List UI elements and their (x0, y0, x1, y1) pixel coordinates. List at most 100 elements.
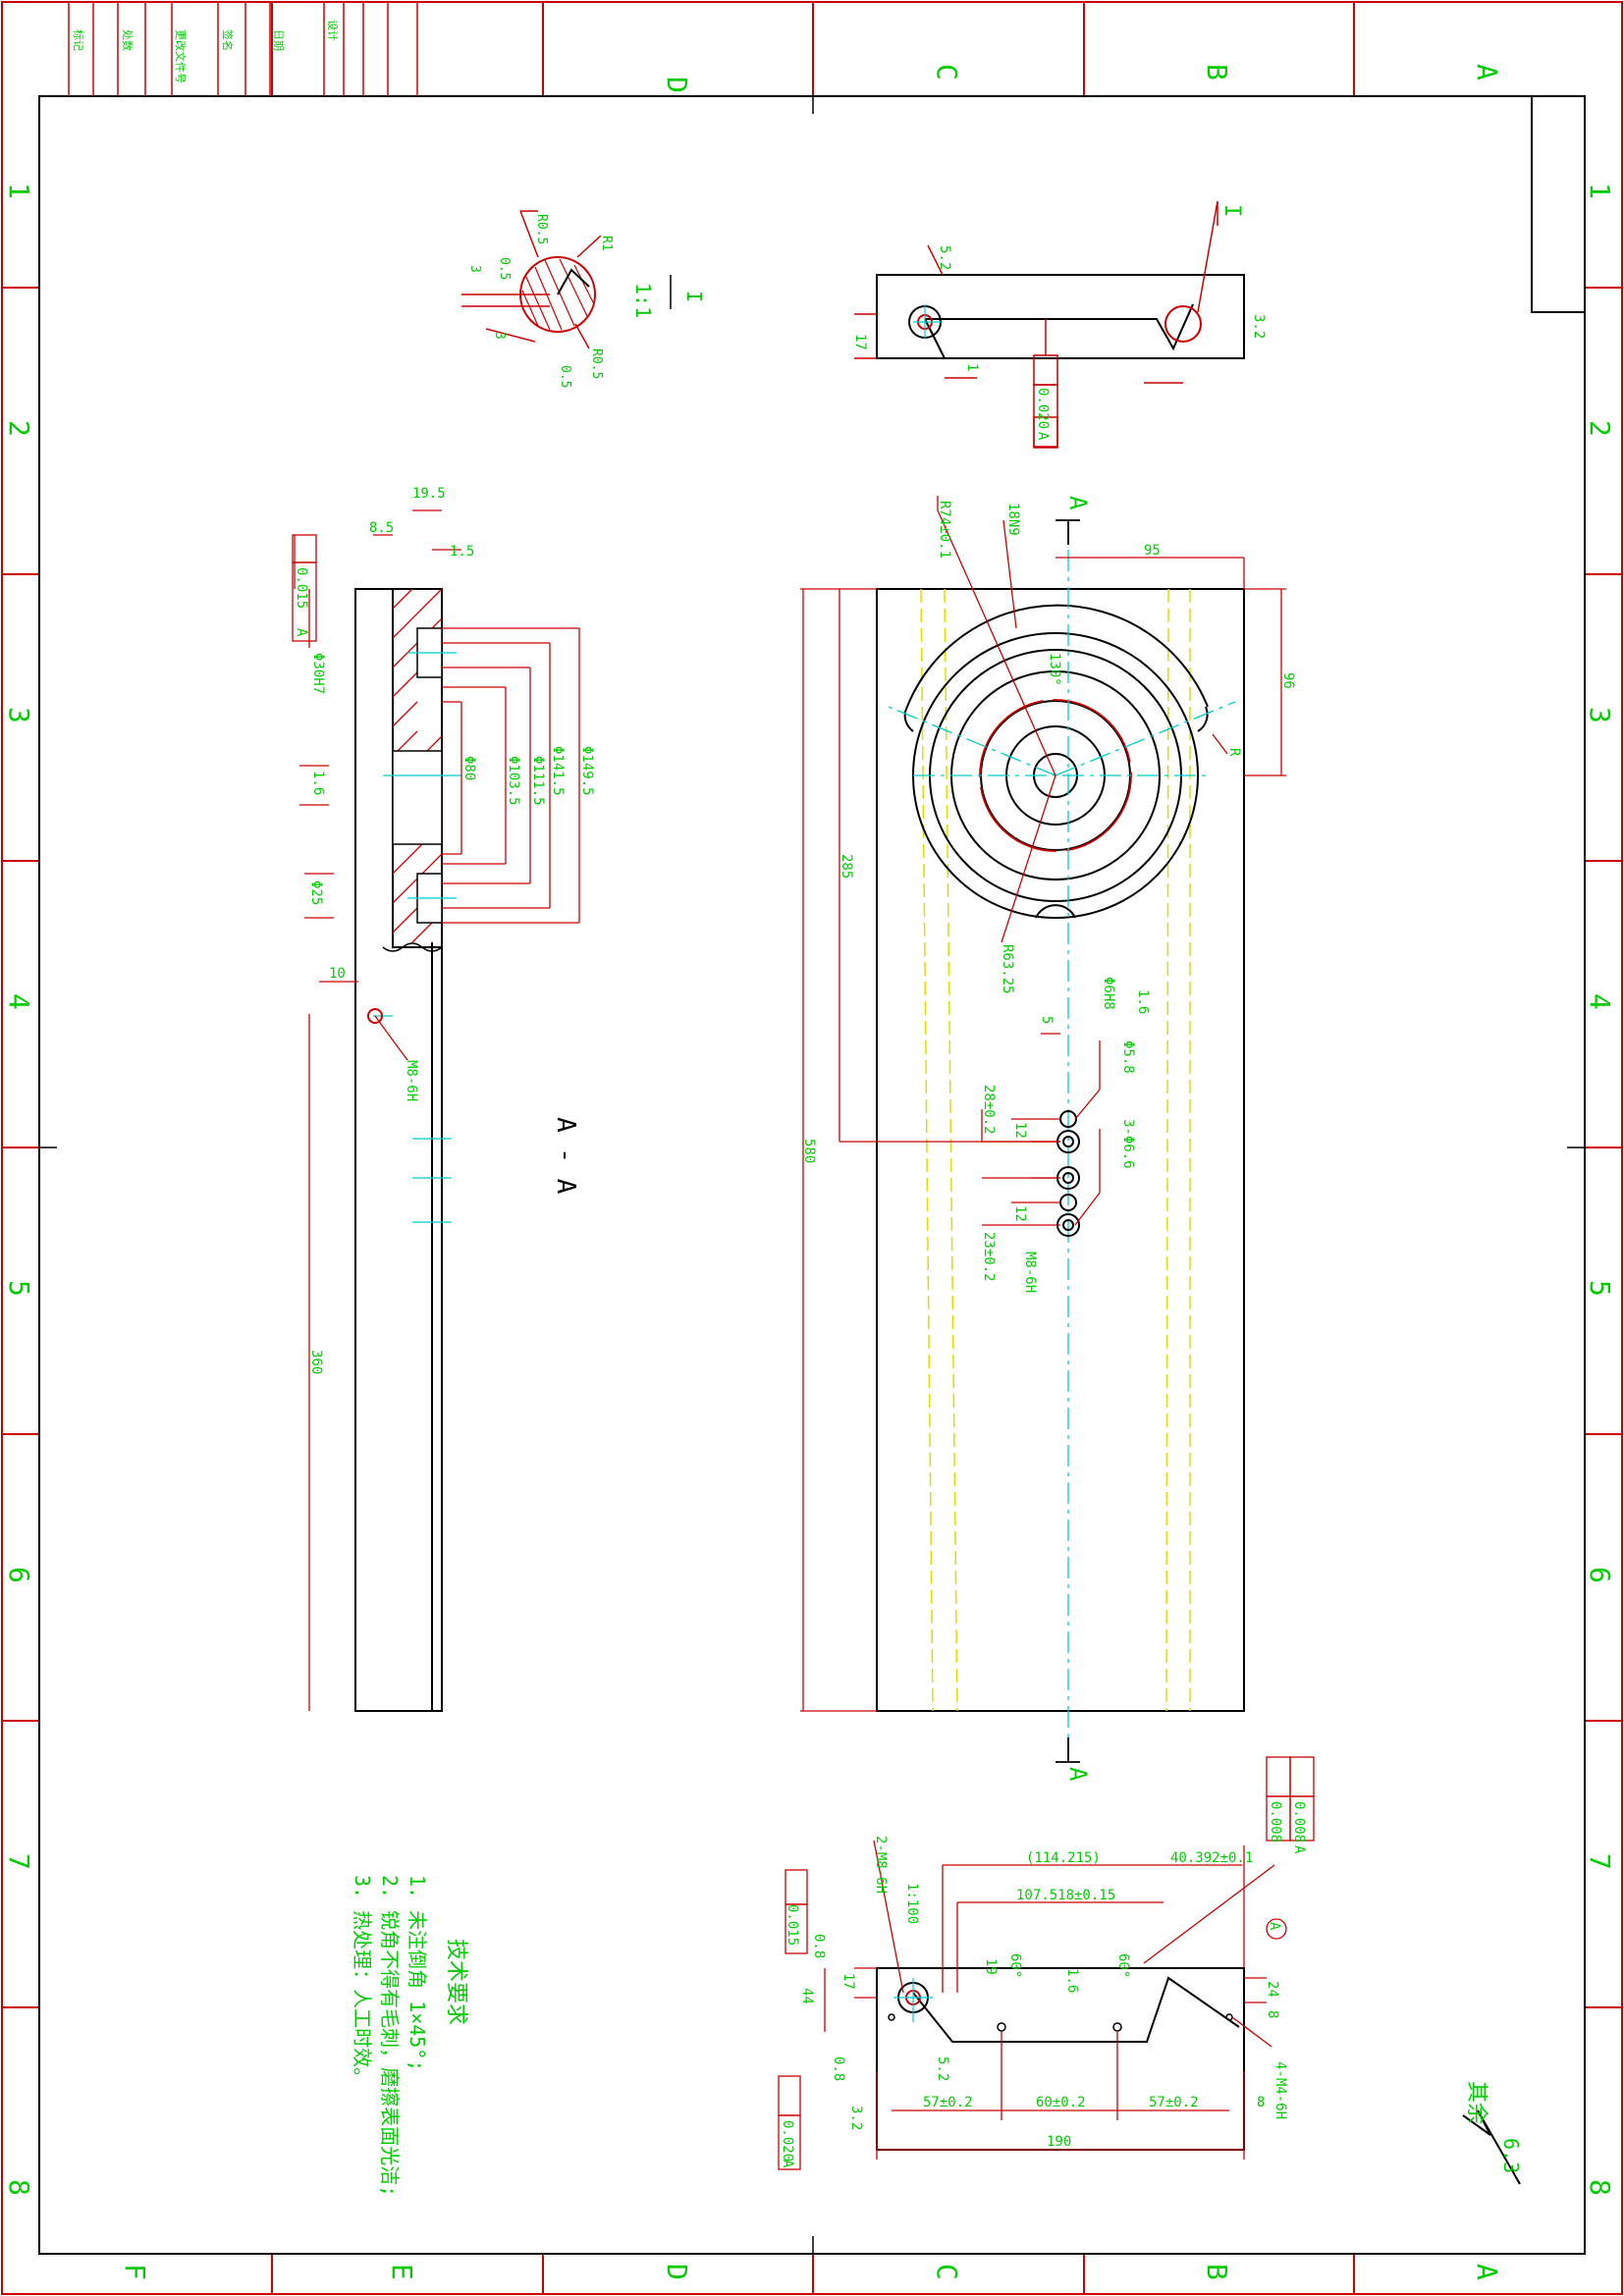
corner-box (1531, 96, 1585, 313)
rev-label-2: 处数 (121, 29, 134, 51)
detail-i-label-r05a: R0.5 (534, 214, 549, 244)
main-dim-580: 580 (801, 1139, 817, 1163)
zone-col-bot-a: A (1471, 2264, 1503, 2280)
main-section-label-top: A (1064, 496, 1092, 510)
rev-label-3: 更改文件号 (174, 29, 188, 83)
zone-row-l-3: 3 (3, 707, 35, 723)
notes-item-3: 3. 热处理：人工时效。 (351, 1875, 374, 2087)
bot-dim-114: (114.215) (1026, 1850, 1101, 1866)
detail-i-label-r05b: R0.5 (589, 348, 604, 379)
bot-dim-8b: 8 (1265, 2010, 1280, 2018)
sec-datum: A (294, 628, 309, 637)
main-dim-12b: 12 (1012, 1205, 1028, 1222)
detail-i-label-05b: 0.5 (558, 365, 572, 388)
main-dim-5: 5 (1039, 1016, 1055, 1024)
top-dim-17: 17 (852, 334, 868, 350)
zone-row-r-4: 4 (1584, 993, 1616, 1010)
center-marks (39, 96, 1585, 2254)
roughness-value: 6.3 (1499, 2138, 1523, 2173)
rev-label-4: 签名 (221, 29, 235, 51)
section-hatch (392, 588, 443, 948)
main-roughness: 1.6 (1135, 989, 1151, 1014)
bot-thread-m8: 2-M8-6H (873, 1836, 889, 1894)
sec-dia-25: Φ25 (308, 881, 324, 905)
bot-roughness-16: 1.6 (1064, 1968, 1080, 1993)
zone-col-top-c: C (931, 64, 963, 80)
roughness-label: 其余 (1464, 2081, 1489, 2124)
zone-row-r-7: 7 (1584, 1853, 1616, 1870)
main-dim-28: 28±0.2 (981, 1085, 997, 1135)
main-dim-12a: 12 (1012, 1122, 1028, 1139)
bot-dim-40392: 40.392±0.1 (1170, 1850, 1253, 1866)
zone-col-bot-e: E (386, 2264, 418, 2280)
rev-label-6: 设计 (326, 20, 339, 41)
bot-dim-107518: 107.518±0.15 (1016, 1888, 1115, 1903)
top-dim-tol: 0.020 (1035, 388, 1051, 429)
sec-dia-80: Φ80 (461, 756, 477, 780)
main-dim-23: 23±0.2 (981, 1232, 997, 1282)
main-dim-r: R (1226, 748, 1242, 757)
sec-title: A - A (551, 1117, 580, 1195)
notes-item-1: 1. 未注倒角 1×45°; (406, 1875, 429, 2071)
bot-dim-8: 8 (1257, 2095, 1265, 2110)
sec-dia-1495: Φ149.5 (579, 746, 595, 796)
bot-tol-flat: 0.015 (785, 1904, 800, 1946)
zone-labels: D C B A F E D C B A 1 2 3 4 5 6 7 8 1 2 … (3, 64, 1616, 2280)
sec-dim-10: 10 (329, 966, 346, 982)
zone-row-r-8: 8 (1584, 2179, 1616, 2196)
main-thread-m8: M8-6H (1022, 1252, 1038, 1293)
detail-view-i: R0.5 R1 R0.5 0.5 3 3 0.5 I 1:1 (461, 210, 706, 388)
bot-datum-c: A (1267, 1922, 1282, 1931)
zone-col-top-b: B (1201, 64, 1233, 80)
roughness-default: 其余 6.3 (1462, 2081, 1523, 2185)
revision-block: 标记 处数 更改文件号 签名 日期 设计 (68, 2, 418, 96)
detail-i-label-3a: 3 (467, 265, 482, 273)
bot-angle-60b: 60° (1115, 1953, 1131, 1978)
bot-datum-b: A (1291, 1845, 1307, 1854)
zone-col-bot-c: C (931, 2264, 963, 2280)
top-roughness: 3.2 (1251, 314, 1267, 339)
sec-dia-1115: Φ111.5 (530, 756, 546, 806)
sec-dim-195: 19.5 (412, 486, 446, 502)
rev-label-1: 标记 (72, 29, 85, 51)
bot-dim-60: 60±0.2 (1036, 2095, 1086, 2110)
notes-item-2: 2. 锐角不得有毛刺，磨擦表面光洁; (378, 1875, 402, 2197)
sec-dia-30h7: Φ30H7 (310, 653, 326, 694)
zone-col-bot-d: D (661, 2264, 693, 2280)
zone-row-l-7: 7 (3, 1853, 35, 1870)
bot-dim-19: 19 (983, 1958, 999, 1975)
sec-tol-perp: 0.015 (294, 567, 309, 609)
bot-dim-44: 44 (799, 1988, 815, 2004)
zone-row-r-2: 2 (1584, 420, 1616, 437)
main-dim-phi58: Φ5.8 (1120, 1041, 1136, 1074)
bot-dim-24: 24 (1265, 1981, 1280, 1998)
notes-heading: 技术要求 (444, 1939, 468, 2025)
zone-row-l-6: 6 (3, 1567, 35, 1583)
detail-i-label-r1: R1 (599, 236, 614, 251)
bot-roughness-32: 3.2 (848, 2106, 864, 2130)
zone-row-l-2: 2 (3, 420, 35, 437)
bot-dim-taper: 1:100 (904, 1883, 920, 1924)
bot-tol-parallel: 0.020 (780, 2120, 795, 2162)
zone-row-r-3: 3 (1584, 707, 1616, 723)
bot-roughness-08a: 0.8 (811, 1934, 827, 1958)
zone-col-bot-b: B (1201, 2264, 1233, 2280)
zone-row-l-8: 8 (3, 2179, 35, 2196)
technical-notes: 技术要求 1. 未注倒角 1×45°; 2. 锐角不得有毛刺，磨擦表面光洁; 3… (351, 1875, 468, 2197)
main-dim-r6325: R63.25 (1000, 944, 1015, 994)
inner-border (38, 95, 1586, 2255)
main-dim-130: 130° (1047, 653, 1062, 686)
zone-row-l-4: 4 (3, 993, 35, 1010)
bot-dim-52: 5.2 (935, 2056, 950, 2081)
sec-dia-1035: Φ103.5 (506, 756, 521, 806)
zone-row-r-6: 6 (1584, 1567, 1616, 1583)
view-bottom: (114.215) 40.392±0.1 107.518±0.15 1:100 … (778, 1756, 1315, 2170)
view-main: R74±0.1 18N9 95 96 130° R 285 580 R63.25… (800, 496, 1296, 1782)
bot-dim-57a: 57±0.2 (923, 2095, 973, 2110)
main-dim-r74: R74±0.1 (937, 501, 952, 559)
main-section-label-bottom: A (1064, 1767, 1092, 1782)
top-dim-52: 5.2 (937, 245, 952, 270)
zone-col-top-a: A (1471, 64, 1503, 80)
zone-row-r-1: 1 (1584, 183, 1616, 199)
